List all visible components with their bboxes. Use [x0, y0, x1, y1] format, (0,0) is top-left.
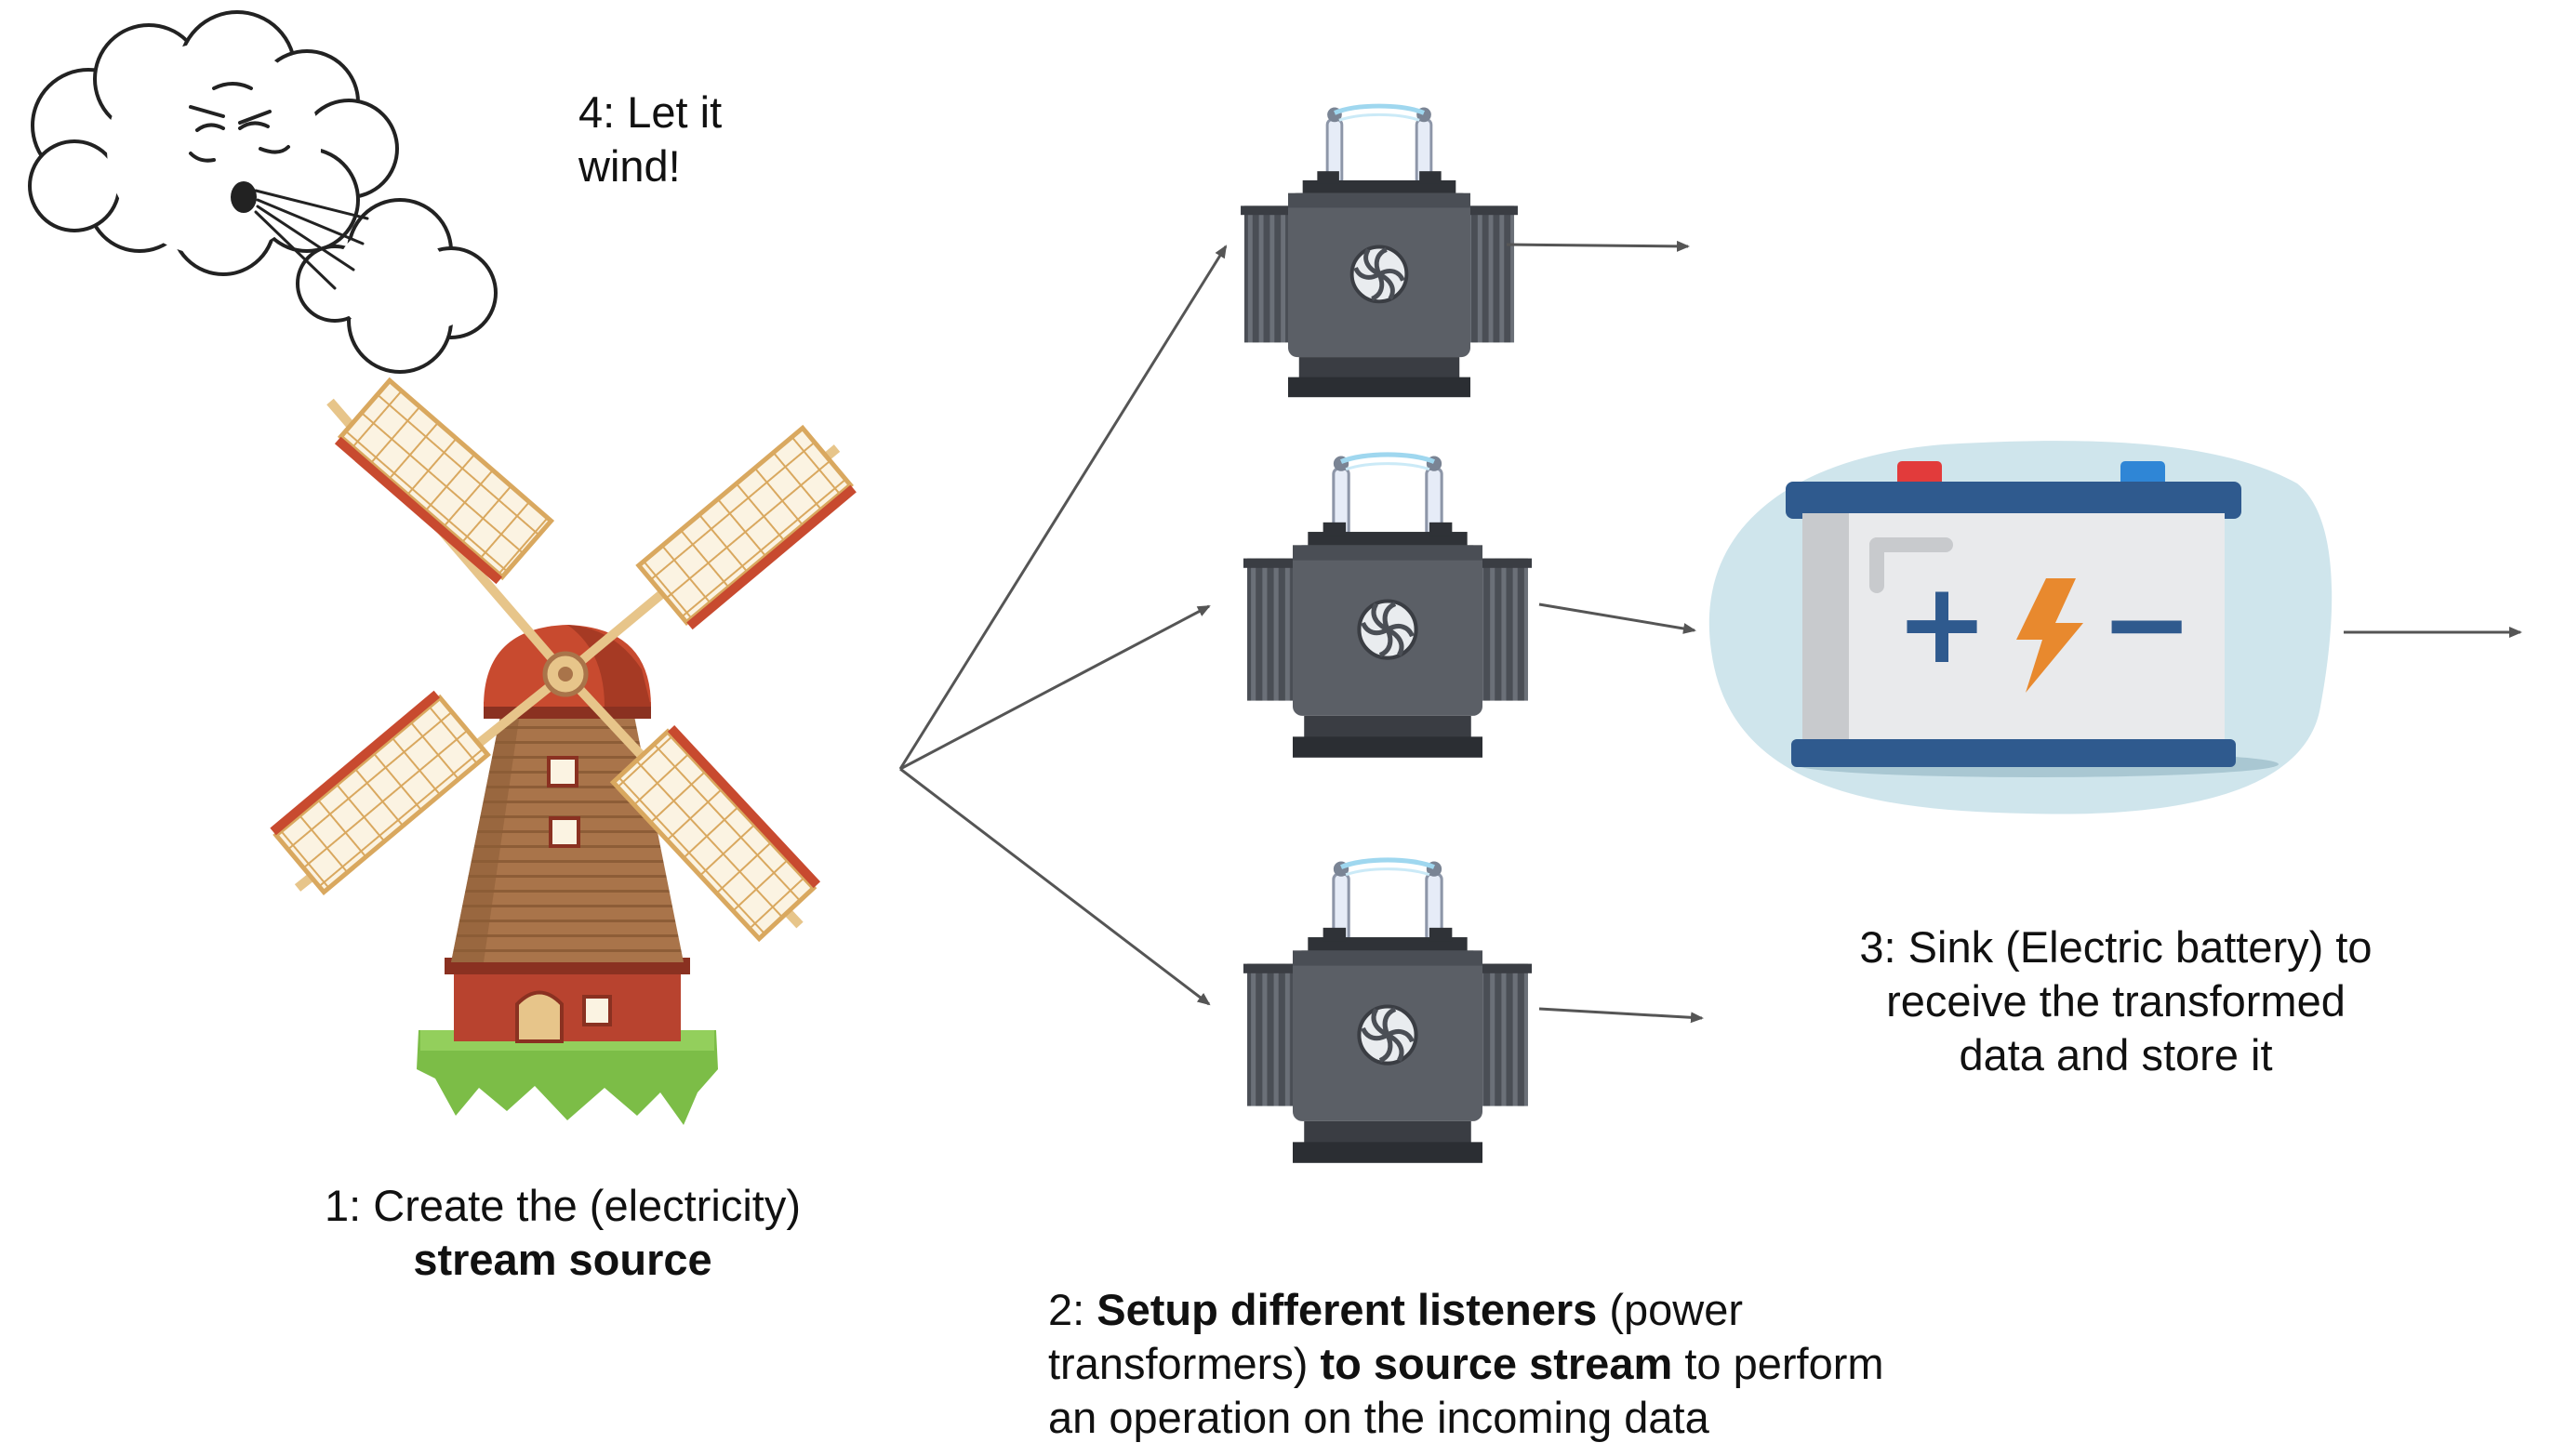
- arrow-from-transformer-top: [1506, 240, 1690, 252]
- caption-listeners: 2: Setup different listeners (power tran…: [1048, 1283, 1997, 1445]
- caption-listeners-line-2-start: transformers): [1048, 1339, 1321, 1388]
- caption-listeners-bold-2: to source stream: [1320, 1339, 1673, 1388]
- caption-wind-line-1: 4: Let it: [578, 87, 723, 137]
- arrow-to-transformer-top: [898, 245, 1228, 770]
- caption-listeners-prefix: 2:: [1048, 1285, 1097, 1334]
- transformer-middle: [1243, 455, 1532, 758]
- caption-source-line-1: 1: Create the (electricity): [325, 1181, 801, 1230]
- caption-stream-source: 1: Create the (electricity) stream sourc…: [279, 1179, 846, 1287]
- arrow-to-transformer-bottom: [899, 767, 1211, 1006]
- caption-let-it-wind: 4: Let it wind!: [578, 86, 857, 193]
- wind-cloud: [28, 10, 498, 374]
- caption-listeners-mid-1: (power: [1597, 1285, 1743, 1334]
- arrow-from-transformer-middle: [1538, 602, 1696, 634]
- caption-sink-line-3: data and store it: [1959, 1030, 2273, 1079]
- windmill: [270, 377, 857, 1125]
- caption-sink-line-2: receive the transformed: [1886, 976, 2346, 1026]
- battery-plus-sign: +: [1895, 560, 1989, 689]
- caption-listeners-bold-1: Setup different listeners: [1097, 1285, 1598, 1334]
- caption-listeners-mid-2: to perform: [1672, 1339, 1884, 1388]
- caption-sink: 3: Sink (Electric battery) to receive th…: [1800, 920, 2432, 1082]
- arrow-from-transformer-bottom: [1538, 1007, 1704, 1024]
- caption-listeners-line-3: an operation on the incoming data: [1048, 1393, 1709, 1442]
- caption-sink-line-1: 3: Sink (Electric battery) to: [1859, 922, 2373, 972]
- listener-output-arrows: [1506, 240, 2522, 1024]
- battery-minus-sign: −: [2100, 560, 2194, 689]
- caption-wind-line-2: wind!: [578, 141, 681, 191]
- source-to-listener-arrows: [898, 245, 1228, 1006]
- lightning-bolt-icon: [2016, 578, 2083, 693]
- caption-source-line-2: stream source: [413, 1235, 712, 1284]
- transformer-bottom: [1243, 860, 1532, 1163]
- transformer-top: [1241, 106, 1518, 397]
- arrow-to-transformer-middle: [899, 604, 1211, 771]
- battery-sink: + −: [1708, 441, 2333, 814]
